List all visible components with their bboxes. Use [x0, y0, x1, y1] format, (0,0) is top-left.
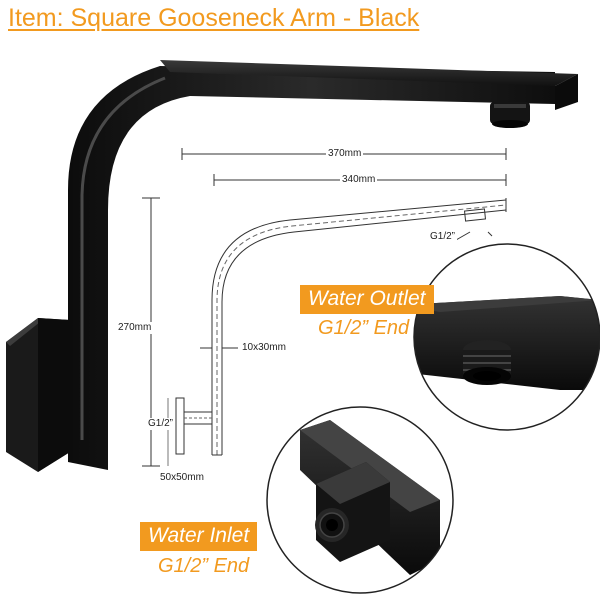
dim-label-arm-length: 340mm — [340, 174, 378, 186]
outlet-inset-border — [413, 243, 600, 431]
dim-label-base-size: 50x50mm — [158, 472, 206, 484]
drawing-outer-line — [211, 199, 507, 455]
arm-end-face — [555, 74, 578, 110]
gooseneck-arm-photo — [6, 60, 578, 472]
water-inlet-sub: G1/2” End — [158, 555, 250, 577]
dim-label-arm-section: 10x30mm — [240, 342, 288, 354]
drawing-flange — [175, 397, 185, 455]
product-title: Item: Square Gooseneck Arm - Black — [8, 4, 420, 32]
inlet-inset-border — [266, 406, 454, 594]
outlet-closeup-inset — [413, 243, 600, 431]
drawing-center-line — [216, 204, 507, 455]
arm-highlight — [80, 76, 166, 440]
flange-side — [38, 318, 70, 472]
arm-top-face — [160, 60, 578, 86]
dim-label-inlet-thread: G1/2” — [146, 418, 176, 430]
water-inlet-label: Water Inlet — [140, 522, 258, 551]
water-outlet-sub: G1/2” End — [318, 317, 410, 339]
drawing-inner-line — [221, 209, 507, 455]
dim-label-outlet-thread: G1/2” — [428, 231, 458, 243]
dim-label-height: 270mm — [116, 322, 154, 334]
inlet-closeup-inset — [266, 406, 454, 594]
drawing-outlet-box — [463, 208, 487, 222]
drawing-inlet-stub — [183, 411, 213, 425]
dim-label-overall-length: 370mm — [326, 148, 364, 160]
flange-highlight — [6, 318, 40, 346]
water-outlet-label: Water Outlet — [300, 285, 434, 314]
